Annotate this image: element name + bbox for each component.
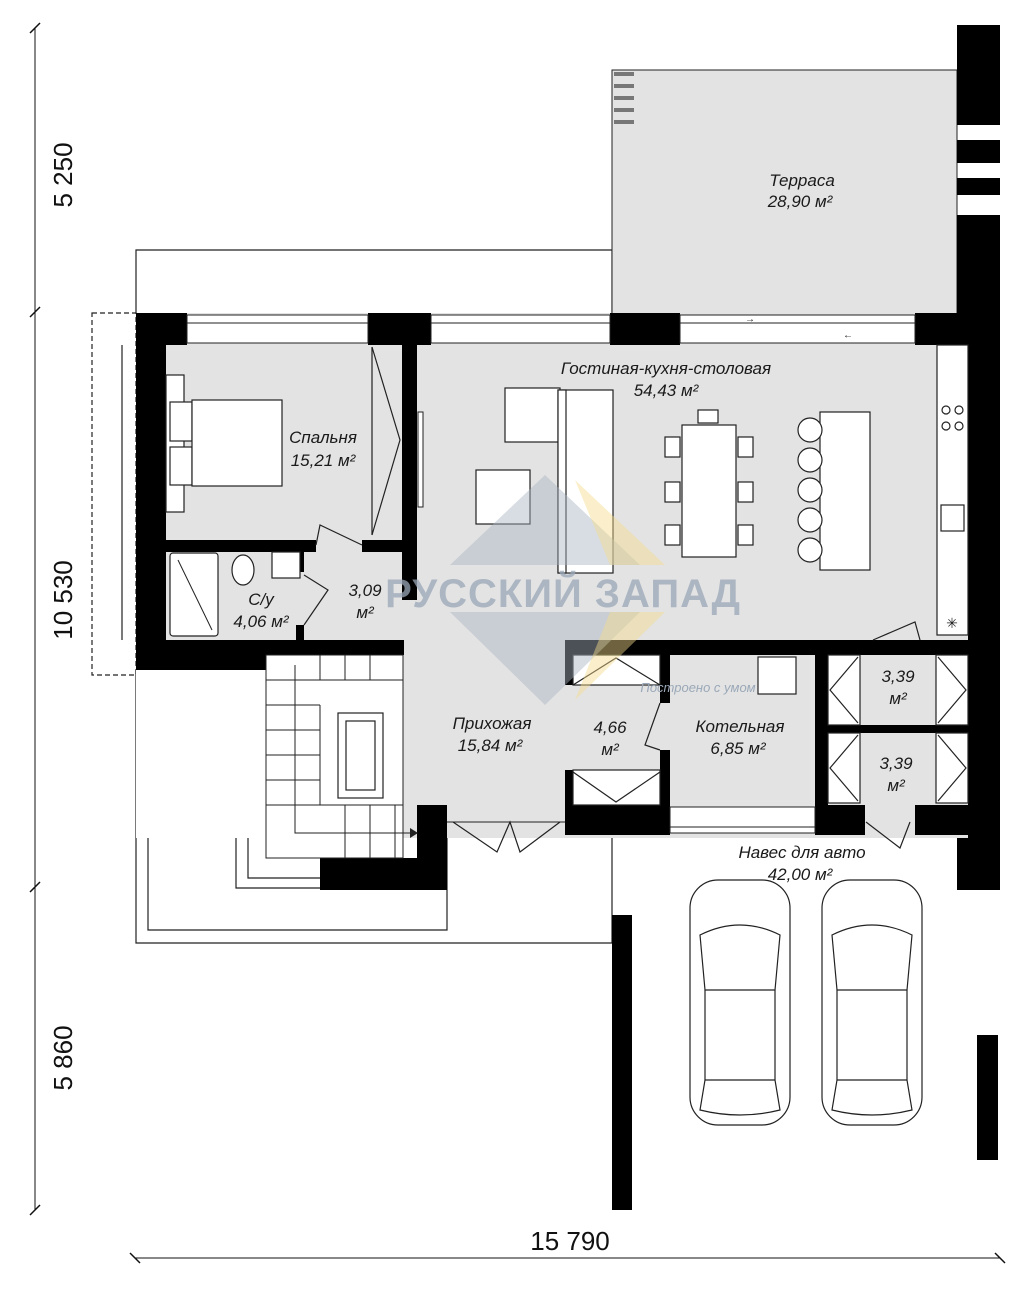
hall-name: Прихожая	[453, 714, 532, 733]
living-furniture: ✳	[475, 344, 969, 636]
watermark-brand: РУССКИЙ ЗАПАД	[385, 570, 741, 616]
corridor-area: 3,09	[348, 581, 382, 600]
svg-text:←: ←	[843, 330, 853, 341]
terrace-area-label: 28,90 м²	[767, 192, 834, 211]
hall-area: 15,84 м²	[458, 736, 524, 755]
living-area: 54,43 м²	[634, 381, 700, 400]
bedroom-name: Спальня	[289, 428, 357, 447]
hall-closet-unit: м²	[601, 740, 620, 759]
doors	[303, 346, 921, 853]
watermark-logo: РУССКИЙ ЗАПАД Построено с умом	[385, 475, 756, 705]
storage1-unit: м²	[889, 689, 908, 708]
bedroom-area: 15,21 м²	[291, 451, 357, 470]
carport-area: 42,00 м²	[768, 865, 834, 884]
bedroom-furniture	[165, 374, 283, 513]
living-name: Гостиная-кухня-столовая	[561, 359, 771, 378]
terrace-name: Терраса	[769, 171, 835, 190]
dimension-lines: 5 250 10 530 5 860 15 790	[29, 22, 1006, 1264]
walls	[136, 313, 968, 890]
staircase	[265, 654, 418, 859]
storage1-area: 3,39	[881, 667, 915, 686]
hall-closet-area: 4,66	[593, 718, 627, 737]
terrace-area	[611, 69, 958, 316]
svg-text:→: →	[745, 314, 755, 325]
closets	[572, 654, 969, 806]
wardrobe-mirror	[417, 411, 424, 508]
corridor-unit: м²	[356, 603, 375, 622]
carport	[612, 879, 998, 1210]
carport-name: Навес для авто	[738, 843, 865, 862]
car-icon	[821, 879, 923, 1126]
storage2-area: 3,39	[879, 754, 913, 773]
boiler-name: Котельная	[696, 717, 785, 736]
bathroom-name: С/у	[248, 590, 275, 609]
dimension-left-bottom: 5 860	[48, 1025, 78, 1090]
dimension-bottom: 15 790	[530, 1226, 610, 1256]
windows: → ←	[186, 314, 916, 834]
dimension-left-middle: 10 530	[48, 560, 78, 640]
storage2-unit: м²	[887, 776, 906, 795]
watermark-slogan: Построено с умом	[640, 680, 755, 695]
dimension-left-top: 5 250	[48, 142, 78, 207]
room-labels: Терраса 28,90 м² Гостиная-кухня-столовая…	[233, 171, 915, 884]
bathroom-furniture	[169, 551, 301, 637]
terrace-steps	[614, 72, 634, 124]
boiler-area: 6,85 м²	[710, 739, 766, 758]
svg-text:✳: ✳	[946, 615, 958, 631]
car-icon	[689, 879, 791, 1126]
bathroom-area: 4,06 м²	[233, 612, 289, 631]
